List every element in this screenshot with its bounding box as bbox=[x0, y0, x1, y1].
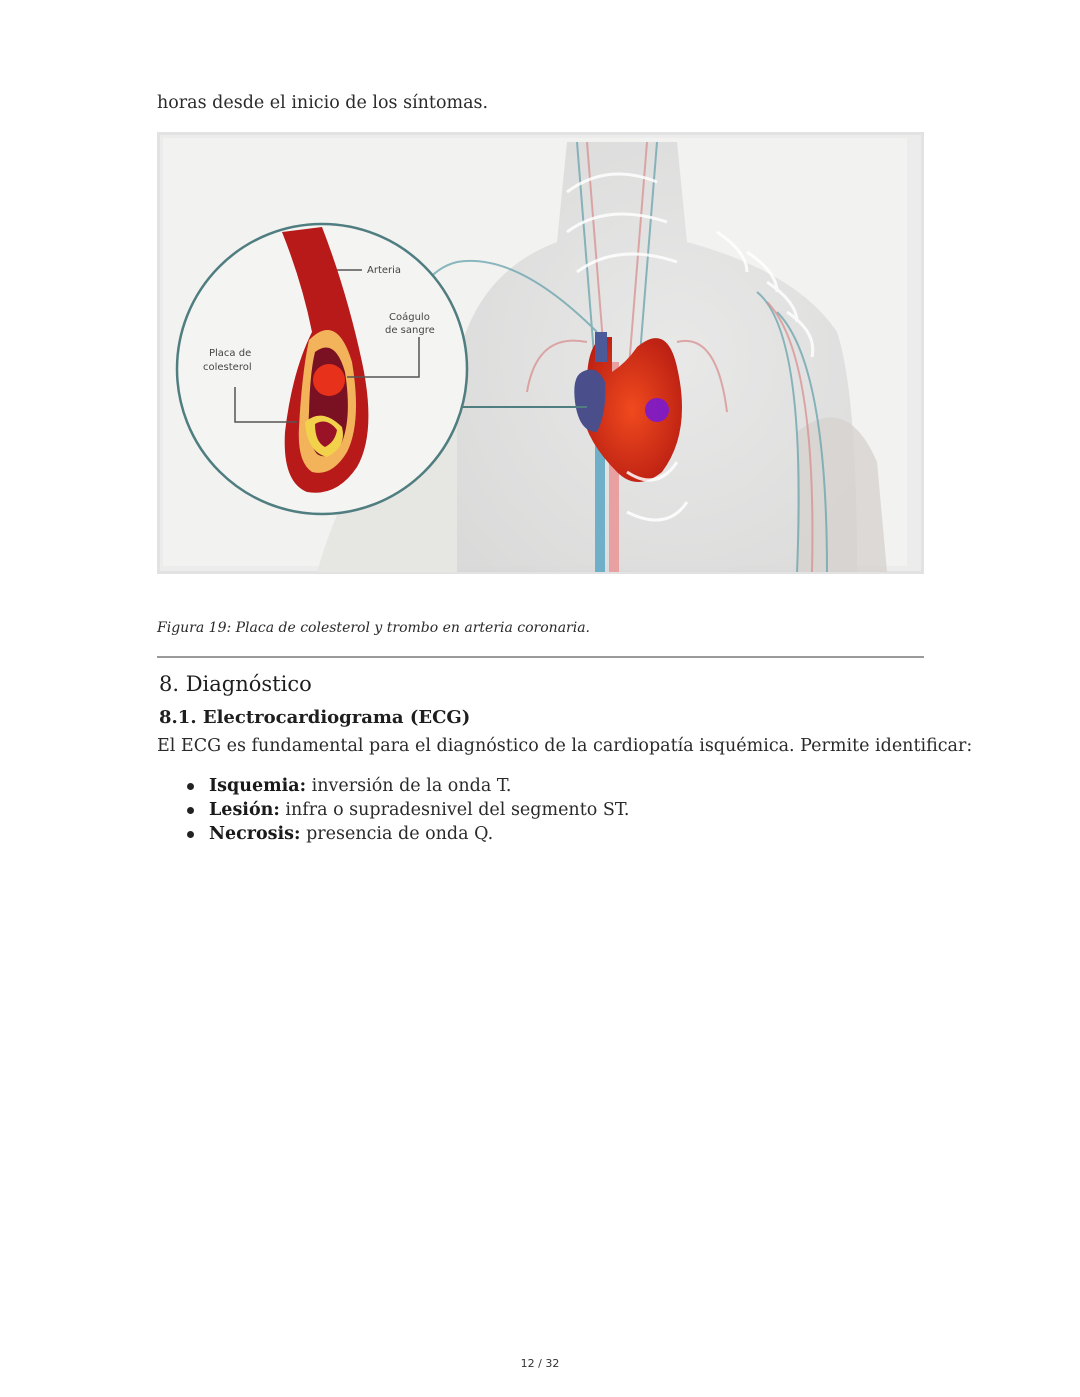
page-number: 12 / 32 bbox=[520, 1357, 560, 1370]
label-placa-2: colesterol bbox=[203, 362, 252, 373]
label-coagulo-2: de sangre bbox=[385, 325, 435, 336]
bullet-text: presencia de onda Q. bbox=[300, 824, 494, 844]
list-item: Lesión: infra o supradesnivel del segmen… bbox=[187, 798, 630, 822]
coronary-artery-illustration: Arteria Coágulo de sangre Placa de coles… bbox=[163, 138, 907, 573]
label-placa-1: Placa de bbox=[209, 348, 251, 359]
list-item: Necrosis: presencia de onda Q. bbox=[187, 822, 630, 846]
bullet-text: inversión de la onda T. bbox=[306, 776, 512, 796]
ecg-findings-list: Isquemia: inversión de la onda T. Lesión… bbox=[157, 774, 630, 846]
section-heading: 8. Diagnóstico bbox=[159, 672, 312, 696]
label-coagulo-1: Coágulo bbox=[389, 311, 430, 323]
section-paragraph: El ECG es fundamental para el diagnóstic… bbox=[157, 736, 973, 756]
bullet-term: Necrosis: bbox=[209, 824, 301, 844]
subsection-heading: 8.1. Electrocardiograma (ECG) bbox=[159, 707, 471, 728]
figure-caption: Figura 19: Placa de colesterol y trombo … bbox=[157, 620, 591, 636]
bullet-term: Isquemia: bbox=[209, 776, 307, 796]
list-item: Isquemia: inversión de la onda T. bbox=[187, 774, 630, 798]
bullet-term: Lesión: bbox=[209, 800, 280, 820]
bullet-text: infra o supradesnivel del segmento ST. bbox=[279, 800, 630, 820]
intro-paragraph: horas desde el inicio de los síntomas. bbox=[157, 93, 489, 113]
figure-coronary-thrombus: Arteria Coágulo de sangre Placa de coles… bbox=[157, 132, 924, 574]
label-arteria: Arteria bbox=[367, 265, 401, 276]
section-divider bbox=[157, 656, 924, 658]
